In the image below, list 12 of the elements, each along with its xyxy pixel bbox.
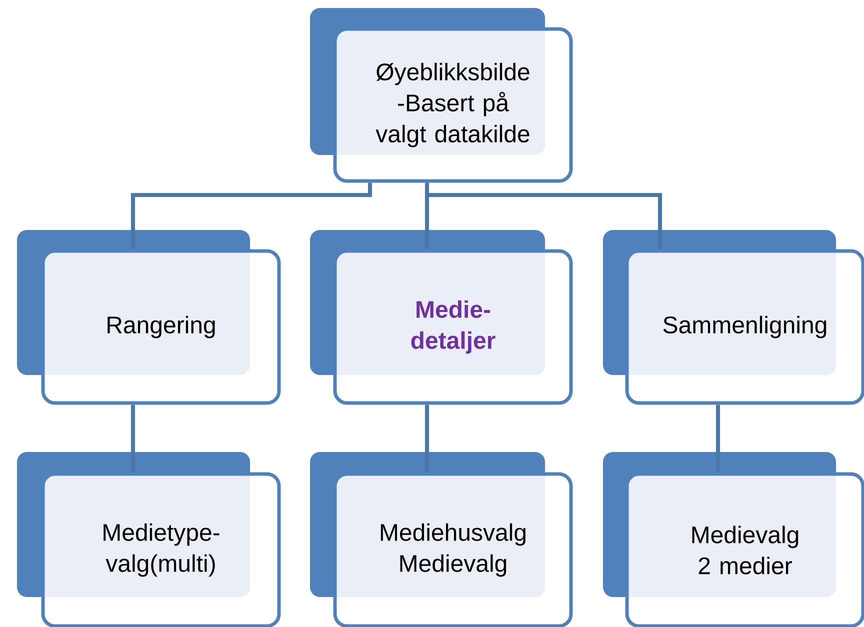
- org-box: Øyeblikksbilde -Basert på valgt datakilde: [310, 8, 573, 183]
- connector-line: [131, 182, 372, 250]
- org-box: Medievalg 2 medier: [603, 452, 864, 627]
- org-box: Medietype-valg(multi): [17, 452, 281, 627]
- connector-line: [425, 182, 662, 250]
- org-box: Rangering: [17, 230, 281, 405]
- org-box: Mediehusvalg Medievalg: [310, 452, 573, 627]
- connector-line: [425, 404, 429, 472]
- org-box: Medie-detaljer: [310, 230, 573, 405]
- org-box: Sammenligning: [603, 230, 864, 405]
- connector-line: [131, 404, 135, 472]
- connector-line: [716, 404, 720, 472]
